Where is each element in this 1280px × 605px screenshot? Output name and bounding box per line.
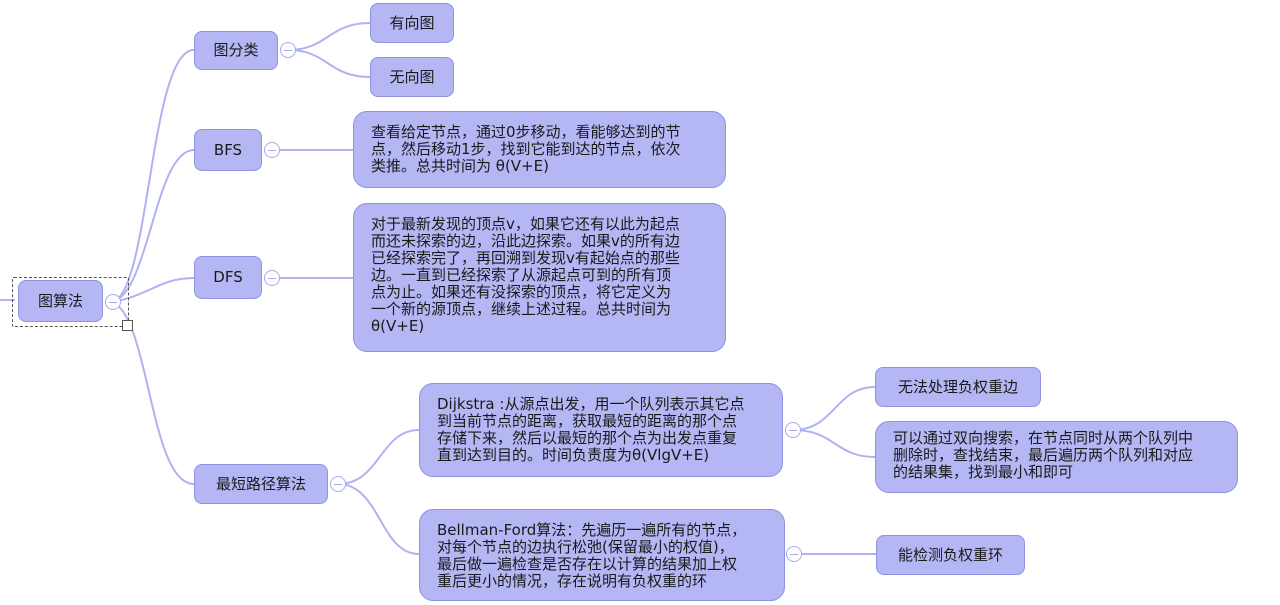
connector-dijkstra-note1 — [792, 386, 876, 431]
dfs-detail-line: 已经探索完了，再回溯到发现v有起始点的那些 — [371, 249, 680, 267]
connector-classification-directed — [287, 22, 371, 51]
bellman-note-negative-cycle-label: 能检测负权重环 — [897, 545, 1003, 564]
classification-collapse-toggle[interactable] — [280, 42, 296, 58]
node-directed-graph[interactable]: 有向图 — [370, 3, 454, 43]
bfs-detail-line: 查看给定节点，通过0步移动，看能够达到的节 — [371, 123, 681, 141]
bidirectional-line: 删除时，查找结束，最后遍历两个队列和对应 — [893, 446, 1194, 464]
dijkstra-line: 直到达到目的。时间负责度为θ(VlgV+E) — [437, 446, 710, 464]
bellman-ford-line: 对每个节点的边执行松弛(保留最小的权值)， — [437, 538, 734, 556]
root-node[interactable]: 图算法 — [18, 280, 103, 322]
bellman-ford-line: Bellman-Ford算法：先遍历一遍所有的节点， — [437, 521, 747, 539]
node-bfs[interactable]: BFS — [194, 129, 262, 171]
node-bellman-note-negative-cycle[interactable]: 能检测负权重环 — [876, 535, 1025, 575]
node-dfs[interactable]: DFS — [194, 256, 262, 299]
dijkstra-note-negative-label: 无法处理负权重边 — [897, 377, 1018, 396]
bidirectional-line: 的结果集，找到最小和即可 — [893, 463, 1074, 481]
node-graph-classification[interactable]: 图分类 — [194, 31, 278, 70]
root-collapse-toggle[interactable] — [105, 294, 121, 310]
dfs-collapse-toggle[interactable] — [264, 270, 280, 286]
bellman-ford-line: 重后更小的情况，存在说明有负权重的环 — [437, 572, 708, 590]
dijkstra-line: Dijkstra :从源点出发，用一个队列表示其它点 — [437, 395, 745, 413]
dijkstra-collapse-toggle[interactable] — [785, 422, 801, 438]
bfs-detail-line: 点，然后移动1步，找到它能到达的节点，依次 — [371, 140, 681, 158]
dijkstra-line: 存储下来，然后以最短的那个点为出发点重复 — [437, 429, 738, 447]
node-undirected-graph[interactable]: 无向图 — [370, 57, 454, 97]
node-graph-classification-label: 图分类 — [213, 41, 259, 59]
connector-root-classification — [112, 49, 195, 303]
bidirectional-line: 可以通过双向搜索，在节点同时从两个队列中 — [893, 429, 1194, 447]
bfs-collapse-toggle[interactable] — [264, 142, 280, 158]
node-bellman-ford[interactable]: Bellman-Ford算法：先遍历一遍所有的节点， 对每个节点的边执行松弛(保… — [419, 509, 785, 601]
node-dijkstra-note-bidirectional[interactable]: 可以通过双向搜索，在节点同时从两个队列中 删除时，查找结束，最后遍历两个队列和对… — [875, 421, 1238, 493]
dfs-detail-line: θ(V+E) — [371, 317, 425, 335]
bfs-detail-line: 类推。总共时间为 θ(V+E) — [371, 157, 549, 175]
node-dfs-detail[interactable]: 对于最新发现的顶点v，如果它还有以此为起点 而还未探索的边，沿此边探索。如果v的… — [353, 203, 726, 352]
bellman-ford-line: 最后做一遍检查是否存在以计算的结果加上权 — [437, 555, 738, 573]
connector-root-bfs — [112, 149, 195, 303]
selection-box — [12, 277, 129, 327]
node-directed-graph-label: 有向图 — [389, 13, 435, 32]
dfs-detail-line: 点为止。如果还有没探索的顶点，将它定义为 — [371, 283, 672, 301]
root-node-label: 图算法 — [37, 291, 83, 310]
dijkstra-line: 到当前节点的距离，获取最短的距离的那个点 — [437, 412, 738, 430]
node-bfs-detail[interactable]: 查看给定节点，通过0步移动，看能够达到的节 点，然后移动1步，找到它能到达的节点… — [353, 111, 726, 188]
connector-shortest-bellman — [337, 483, 420, 555]
connector-root-dfs — [112, 277, 195, 303]
connector-shortest-dijkstra — [337, 429, 420, 485]
node-undirected-graph-label: 无向图 — [389, 67, 435, 86]
node-dfs-label: DFS — [213, 268, 243, 286]
dfs-detail-line: 对于最新发现的顶点v，如果它还有以此为起点 — [371, 215, 680, 233]
connector-root-shortest — [112, 301, 195, 485]
node-bfs-label: BFS — [213, 140, 243, 159]
selection-resize-handle[interactable] — [122, 320, 133, 331]
node-dijkstra[interactable]: Dijkstra :从源点出发，用一个队列表示其它点 到当前节点的距离，获取最短… — [419, 383, 783, 477]
shortest-path-collapse-toggle[interactable] — [330, 476, 346, 492]
connector-classification-undirected — [287, 49, 371, 78]
node-shortest-path[interactable]: 最短路径算法 — [194, 464, 328, 504]
node-dijkstra-note-negative[interactable]: 无法处理负权重边 — [875, 367, 1041, 407]
dfs-detail-line: 一个新的源顶点，继续上述过程。总共时间为 — [371, 300, 672, 318]
connector-dijkstra-note2 — [792, 429, 876, 458]
bellman-ford-collapse-toggle[interactable] — [786, 546, 802, 562]
dfs-detail-line: 边。一直到已经探索了从源起点可到的所有顶 — [371, 266, 672, 284]
node-shortest-path-label: 最短路径算法 — [215, 474, 306, 493]
dfs-detail-line: 而还未探索的边，沿此边探索。如果v的所有边 — [371, 232, 680, 250]
